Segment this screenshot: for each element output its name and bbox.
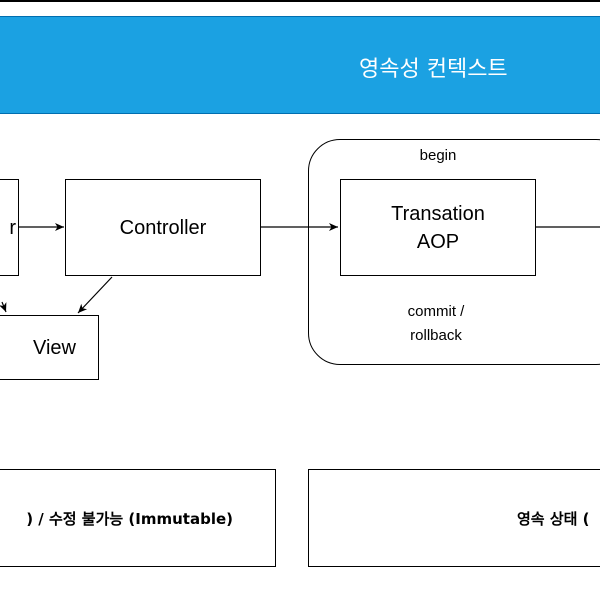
immutable-label: ) / 수정 불가능 (Immutable) bbox=[26, 510, 233, 528]
view-node: View bbox=[0, 315, 99, 380]
commit-rollback-label: commit / rollback bbox=[407, 303, 465, 344]
persistent-state-box: 영속 상태 ( bbox=[308, 469, 600, 567]
partial-left-node: r bbox=[0, 179, 19, 276]
arrow-controller-to-view bbox=[77, 276, 113, 314]
immutable-box: ) / 수정 불가능 (Immutable) bbox=[0, 469, 276, 567]
persistence-context-banner: 영속성 컨텍스트 bbox=[0, 16, 600, 114]
transaction-aop-label: Transation AOP bbox=[391, 202, 485, 253]
persistent-state-label: 영속 상태 ( bbox=[517, 510, 590, 528]
controller-node: Controller bbox=[65, 179, 261, 276]
partial-left-label: r bbox=[9, 216, 16, 239]
transaction-aop-node: Transation AOP bbox=[340, 179, 536, 276]
view-label: View bbox=[33, 336, 76, 359]
arrow-left-to-view bbox=[0, 301, 7, 313]
controller-label: Controller bbox=[119, 216, 207, 239]
begin-label: begin bbox=[419, 147, 457, 164]
banner-title: 영속성 컨텍스트 bbox=[359, 57, 508, 82]
top-border bbox=[0, 0, 600, 2]
